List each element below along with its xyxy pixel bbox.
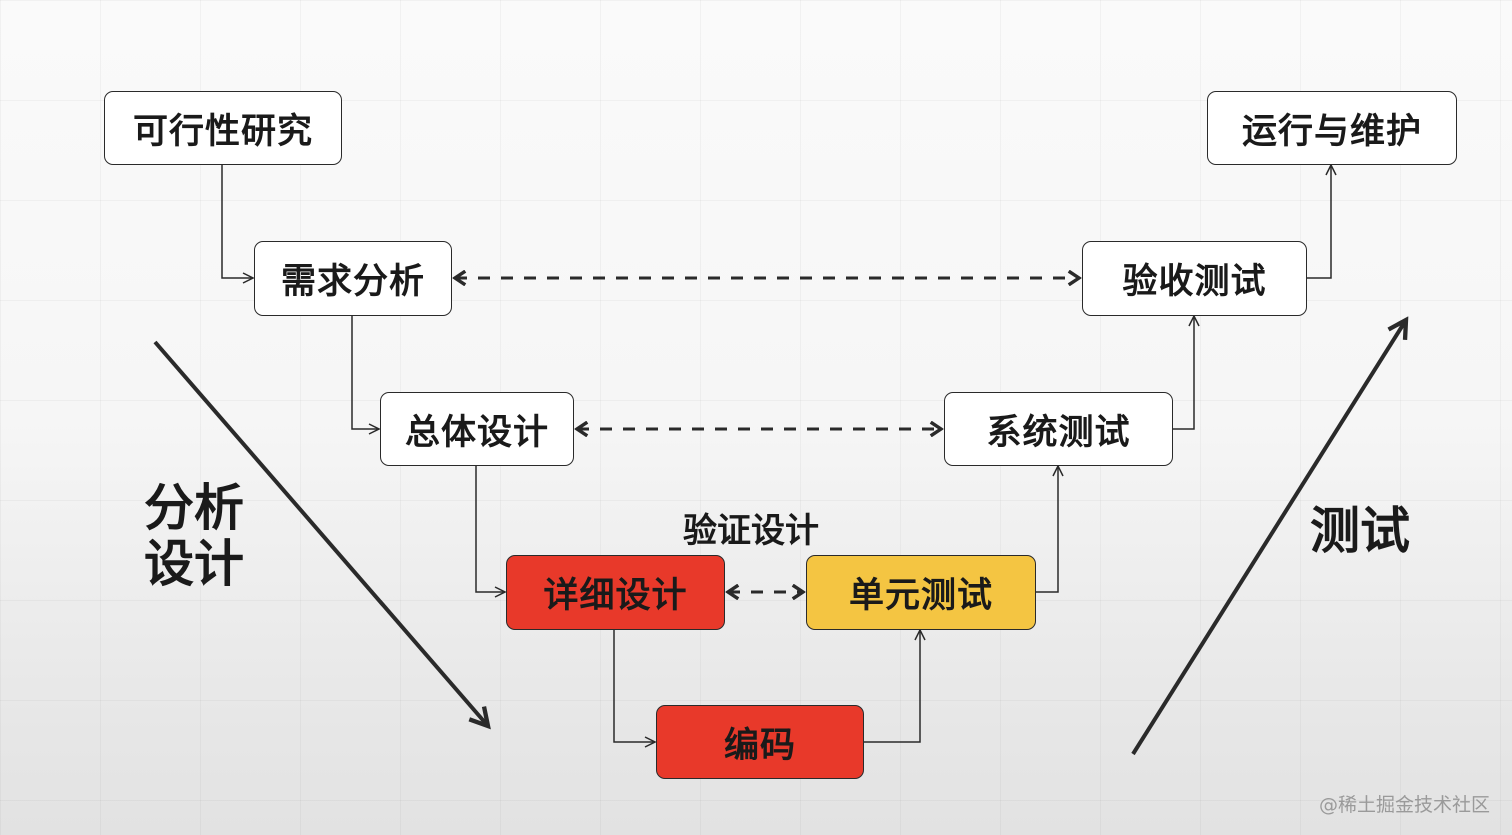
testing-label: 测试 xyxy=(1310,502,1410,560)
analysis-design-label-line2: 设计 xyxy=(144,535,244,593)
node-requirements-analysis: 需求分析 xyxy=(254,241,452,316)
connector-system-test-to-acceptance-test xyxy=(1173,316,1194,430)
node-feasibility-study: 可行性研究 xyxy=(104,91,342,165)
node-detailed-design: 详细设计 xyxy=(506,555,725,630)
watermark: @稀土掘金技术社区 xyxy=(1318,794,1490,816)
analysis-design-label-line1: 分析 xyxy=(144,479,244,537)
analysis-design-diagonal-arrow xyxy=(153,340,488,726)
analysis-design-label: 分析 设计 xyxy=(142,480,246,592)
node-overall-design: 总体设计 xyxy=(380,392,574,466)
connector-overall-to-detailed-design xyxy=(475,466,505,592)
connector-feasibility-to-requirements xyxy=(221,165,253,278)
testing-diagonal-arrow xyxy=(1131,320,1406,756)
connector-coding-to-unit-test xyxy=(864,630,920,743)
connector-requirements-to-overall-design xyxy=(351,316,379,429)
connector-unit-test-to-system-test xyxy=(1036,466,1058,593)
node-system-test: 系统测试 xyxy=(944,392,1173,466)
node-operation-maintenance: 运行与维护 xyxy=(1207,91,1457,165)
connector-detailed-design-to-coding xyxy=(613,630,655,742)
node-coding: 编码 xyxy=(656,705,864,779)
node-acceptance-test: 验收测试 xyxy=(1082,241,1307,316)
verify-design-label: 验证设计 xyxy=(683,511,819,551)
node-unit-test: 单元测试 xyxy=(806,555,1036,630)
connector-acceptance-test-to-operation xyxy=(1307,165,1331,279)
